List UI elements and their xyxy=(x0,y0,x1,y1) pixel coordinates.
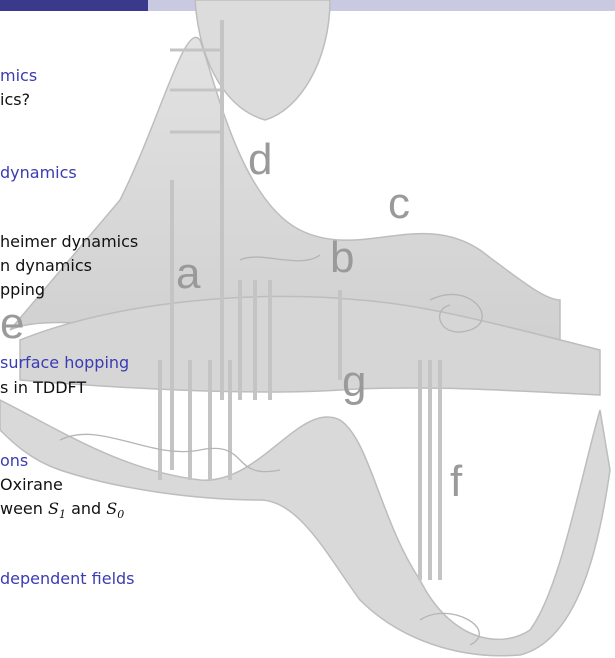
toc-subitem-3[interactable]: n dynamics xyxy=(0,256,92,276)
toc-section-4[interactable]: ons xyxy=(0,451,28,471)
toc-subitem-6[interactable]: Oxirane xyxy=(0,475,63,495)
s1-symbol: S1 xyxy=(48,499,66,518)
s0-symbol: S0 xyxy=(106,499,124,518)
toc-subitem-1[interactable]: ics? xyxy=(0,90,30,110)
toc-section-2[interactable]: dynamics xyxy=(0,163,77,183)
toc-subitem-5[interactable]: s in TDDFT xyxy=(0,378,86,398)
toc-between-prefix: ween xyxy=(0,499,43,518)
toc-subitem-4[interactable]: pping xyxy=(0,280,45,300)
toc-subitem-2[interactable]: heimer dynamics xyxy=(0,232,138,252)
toc-section-5[interactable]: dependent fields xyxy=(0,569,135,589)
toc-between-conj: and xyxy=(71,499,101,518)
toc-section-1[interactable]: mics xyxy=(0,66,37,86)
toc-subitem-7[interactable]: ween S1 and S0 xyxy=(0,499,124,525)
toc-section-3[interactable]: surface hopping xyxy=(0,353,129,373)
